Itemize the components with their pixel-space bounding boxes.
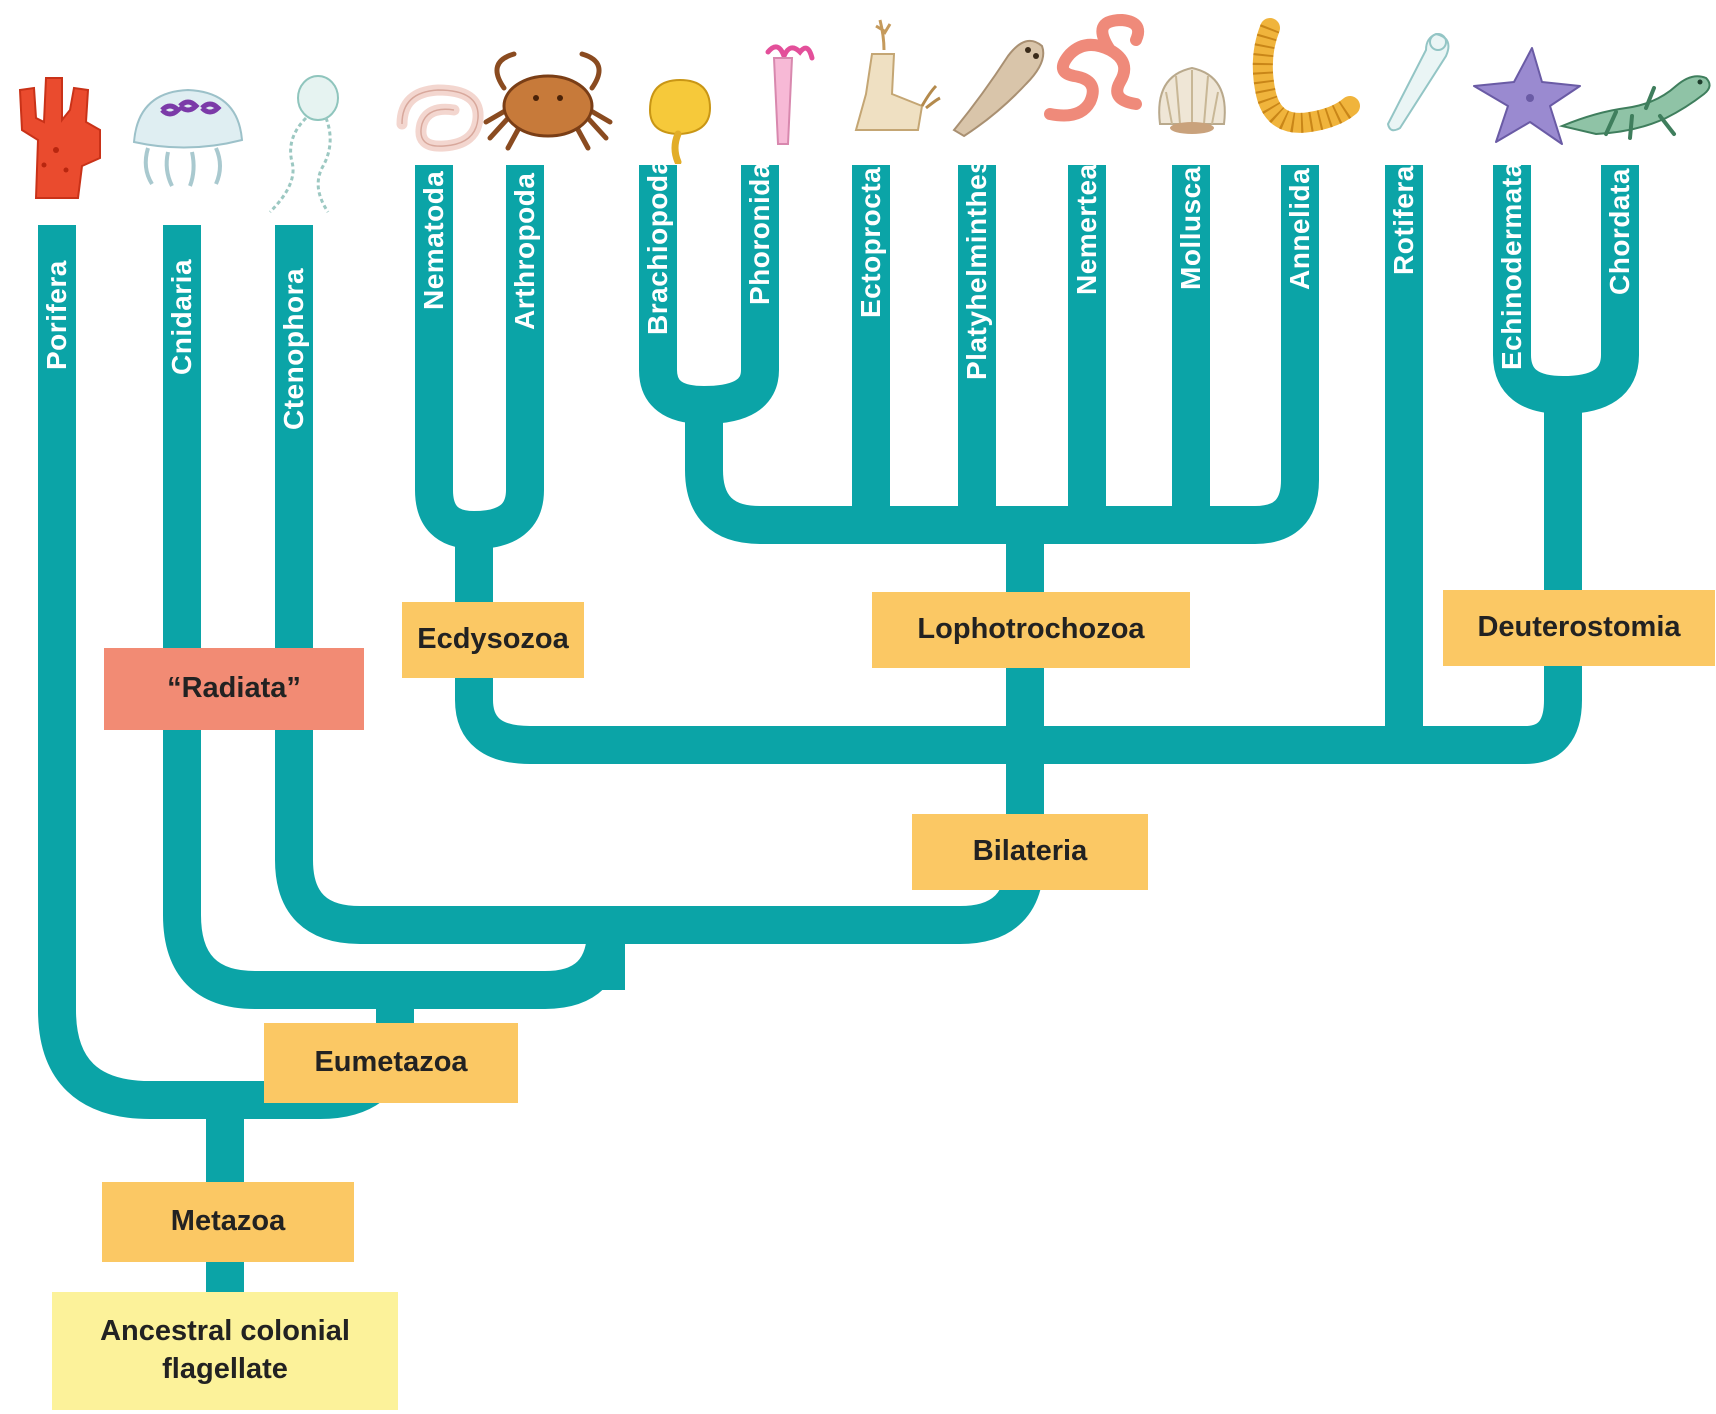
lamp-shell-icon: [642, 74, 716, 164]
rotifer-icon: [1376, 26, 1462, 136]
clade-box-deuterostomia: Deuterostomia: [1443, 590, 1715, 666]
taxon-label-brachiopoda: Brachiopoda: [639, 158, 677, 335]
taxon-label-mollusca: Mollusca: [1172, 166, 1210, 290]
taxon-label-platyhelminthes: Platyhelminthes: [958, 158, 996, 380]
taxon-label-cnidaria: Cnidaria: [163, 259, 201, 375]
taxon-label-phoronida: Phoronida: [741, 162, 779, 305]
taxon-label-echinodermata: Echinodermata: [1493, 161, 1531, 370]
salamander-icon: [1556, 56, 1716, 146]
taxon-label-ctenophora: Ctenophora: [275, 268, 313, 430]
ancestor-label-line2: flagellate: [162, 1351, 288, 1389]
roundworm-icon: [392, 78, 492, 158]
ancestor-label-line1: Ancestral colonial: [100, 1313, 350, 1351]
taxon-label-arthropoda: Arthropoda: [506, 173, 544, 330]
taxon-label-chordata: Chordata: [1601, 168, 1639, 295]
clade-box-ancestor: Ancestral colonial flagellate: [52, 1292, 398, 1410]
phoronid-worm-icon: [748, 36, 818, 146]
flatworm-icon: [942, 26, 1052, 140]
scallop-icon: [1150, 58, 1234, 138]
taxon-label-annelida: Annelida: [1281, 168, 1319, 290]
clade-box-bilateria: Bilateria: [912, 814, 1148, 890]
taxon-label-ectoprocta: Ectoprocta: [852, 167, 890, 318]
sponge-icon: [8, 70, 108, 200]
clade-box-metazoa: Metazoa: [102, 1182, 354, 1262]
bryozoan-icon: [846, 10, 942, 140]
taxon-label-rotifera: Rotifera: [1385, 165, 1423, 275]
jellyfish-icon: [118, 82, 250, 192]
comb-jelly-icon: [246, 72, 356, 222]
taxon-label-nematoda: Nematoda: [415, 171, 453, 310]
clade-box-eumetazoa: Eumetazoa: [264, 1023, 518, 1103]
clade-box-ecdysozoa: Ecdysozoa: [402, 602, 584, 678]
ribbon-worm-icon: [1040, 10, 1150, 130]
taxon-label-nemertea: Nemertea: [1068, 163, 1106, 295]
segmented-worm-icon: [1250, 18, 1362, 138]
branch-lophotrochozoa-crossbar: [704, 165, 1300, 525]
clade-box-radiata: “Radiata”: [104, 648, 364, 730]
crab-icon: [480, 48, 616, 152]
clade-box-lophotrochozoa: Lophotrochozoa: [872, 592, 1190, 668]
taxon-label-porifera: Porifera: [38, 260, 76, 370]
